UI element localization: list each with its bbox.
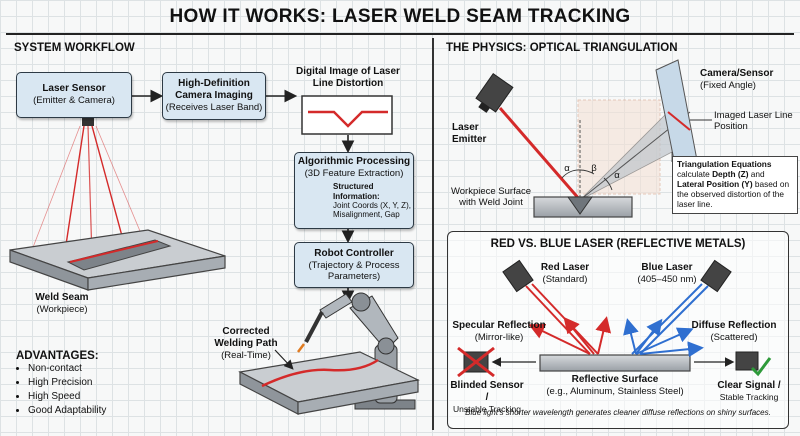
weld-seam-label: Weld Seam(Workpiece): [35, 292, 89, 315]
laser-comparison-panel: [447, 231, 789, 429]
angle-beta: β: [591, 163, 597, 174]
advantage-item: High Precision: [28, 376, 106, 390]
corrected-path-line: [261, 358, 379, 388]
digital-image-label: Digital Image of Laser Line Distortion: [296, 66, 400, 89]
digital-image-frame: [301, 95, 393, 135]
blue-laser-label: Blue Laser(405–450 nm): [637, 262, 697, 285]
reflective-surface: [539, 354, 691, 372]
laser-emitter-icon: [475, 72, 514, 113]
imaged-line-label: Imaged Laser Line Position: [714, 110, 793, 133]
advantage-item: Non-contact: [28, 362, 106, 376]
algo-box: Algorithmic Processing(3D Feature Extrac…: [294, 152, 414, 229]
clear-sensor-icon: [735, 351, 759, 371]
angle-alpha-right: α: [614, 170, 620, 181]
angle-alpha-left: α: [564, 163, 570, 174]
advantages-title: ADVANTAGES:: [16, 350, 99, 362]
advantages-list: Non-contact High Precision High Speed Go…: [16, 362, 106, 418]
sensor-head-icon: [82, 118, 94, 126]
distorted-line: [308, 110, 388, 128]
camera-box: High-Definition Camera Imaging(Receives …: [162, 72, 266, 120]
title-rule: [6, 33, 794, 35]
workpiece-label: Workpiece Surface with Weld Joint: [450, 186, 532, 209]
specular-label: Specular Reflection(Mirror-like): [452, 320, 546, 343]
diffuse-label: Diffuse Reflection(Scattered): [691, 320, 777, 343]
surface-label: Reflective Surface(e.g., Aluminum, Stain…: [546, 374, 684, 397]
blue-laser-icon: [700, 259, 732, 293]
red-laser-icon: [502, 259, 534, 293]
section-divider: [432, 38, 434, 430]
equations-box: Triangulation Equations calculate Depth …: [672, 156, 798, 214]
corrected-path-label: Corrected Welding Path(Real-Time): [214, 326, 278, 361]
blinded-label: Blinded Sensor /Unstable Tracking: [450, 380, 524, 414]
sensor-box: Laser Sensor(Emitter & Camera): [16, 72, 132, 118]
laser-heading: RED VS. BLUE LASER (REFLECTIVE METALS): [490, 238, 746, 250]
camera-sensor-label: Camera/Sensor(Fixed Angle): [700, 68, 774, 91]
page-title: HOW IT WORKS: LASER WELD SEAM TRACKING: [169, 6, 631, 27]
advantage-item: High Speed: [28, 390, 106, 404]
advantages: ADVANTAGES: Non-contact High Precision H…: [16, 350, 106, 418]
advantage-item: Good Adaptability: [28, 404, 106, 418]
emitter-label: Laser Emitter: [452, 122, 487, 145]
check-icon: [750, 357, 772, 377]
red-laser-label: Red Laser(Standard): [540, 262, 590, 285]
physics-heading: THE PHYSICS: OPTICAL TRIANGULATION: [446, 42, 678, 54]
workflow-heading: SYSTEM WORKFLOW: [14, 42, 135, 54]
clear-label: Clear Signal /Stable Tracking: [717, 380, 781, 402]
laser-footnote: Blue light's shorter wavelength generate…: [465, 408, 771, 417]
